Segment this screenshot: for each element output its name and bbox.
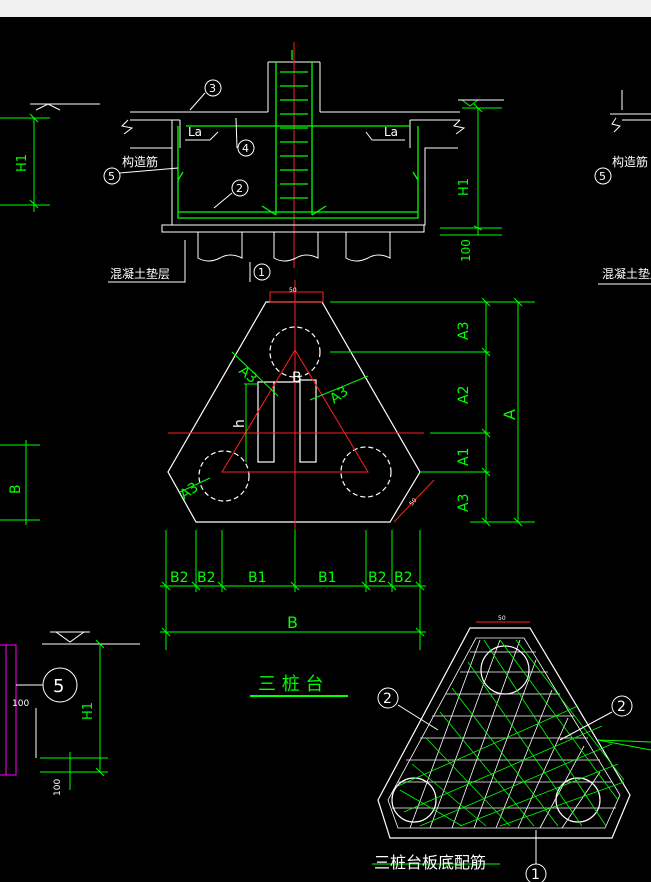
plan-dim-b2-1: B2 (170, 570, 189, 586)
callout-4: 4 (242, 142, 249, 155)
pile-cap-plan (167, 301, 421, 523)
plan-dim-b2-4: B2 (394, 570, 413, 586)
plan-tiny-dim-side: 50 (408, 497, 418, 507)
window-toolbar (0, 0, 651, 17)
plan-dim-b1-1: B1 (248, 570, 267, 586)
rebar-tiny-dim: 50 (498, 615, 506, 622)
plan-tiny-dim-top: 50 (289, 287, 297, 294)
section-labels: 3 4 2 1 5 La La 构造筋 混凝土垫层 (108, 82, 398, 281)
plan-a3-diag-2: A3 (327, 384, 351, 408)
la-label-right: La (384, 125, 398, 139)
left-dim-h1: H1 (15, 154, 30, 172)
section-dim-h1: H1 (457, 178, 472, 196)
section-dim-100: 100 (459, 239, 473, 262)
plan-axes (168, 280, 424, 590)
callout-1: 1 (258, 266, 265, 279)
la-label-left: La (188, 125, 202, 139)
plan-internal-dims (179, 291, 435, 523)
rebar-annotations (372, 621, 651, 882)
plan-a3-diag-3: A3 (177, 480, 201, 504)
rebar-callout-2-right: 2 (617, 699, 626, 715)
detail-dim-100: 100 (12, 699, 29, 709)
plan-title: 三 桩 台 (258, 674, 323, 695)
detail-callout-5: 5 (53, 676, 64, 697)
detail-dim-100-bottom: 100 (53, 779, 63, 796)
section-rebar (177, 50, 419, 219)
pile-cap-section (108, 42, 460, 283)
section-dimensions (120, 99, 504, 236)
right-concrete-cushion: 混凝土垫层 (602, 266, 651, 281)
plan-bottom-dims (160, 530, 426, 650)
construction-rebar-label: 构造筋 (122, 154, 158, 169)
rebar-callout-2-left: 2 (383, 691, 392, 707)
plan-label-h: h (232, 419, 248, 428)
plan-dim-a1: A1 (456, 448, 472, 466)
plan-a3-diag-1: A3 (235, 363, 259, 387)
rebar-title: 三桩台板底配筋 (374, 853, 486, 872)
plan-dim-a2: A2 (456, 386, 472, 404)
plan-dim-a: A (500, 409, 519, 420)
detail-dim-h1: H1 (81, 702, 96, 720)
plan-dim-b2-2: B2 (197, 570, 216, 586)
plan-right-dims (330, 297, 535, 527)
callout-3: 3 (209, 82, 216, 95)
detail-fragment (0, 631, 140, 776)
section-annotations (103, 79, 405, 281)
plan-dim-a3-bottom: A3 (456, 494, 472, 512)
right-fragment (594, 90, 651, 285)
callout-5: 5 (108, 170, 115, 183)
plan-dim-a3-top: A3 (456, 322, 472, 340)
rebar-callout-1: 1 (531, 867, 540, 882)
right-construction-rebar: 构造筋 (612, 154, 648, 169)
rebar-mesh-green (397, 639, 625, 827)
callout-2: 2 (236, 182, 243, 195)
left-dim-b: B (8, 484, 24, 494)
concrete-cushion-label: 混凝土垫层 (110, 266, 170, 281)
plan-dim-b: B (287, 613, 298, 632)
plan-dim-b1-2: B1 (318, 570, 337, 586)
plan-dim-b2-3: B2 (368, 570, 387, 586)
detail-dims (35, 639, 108, 790)
right-callout-5: 5 (599, 170, 606, 183)
left-fragment (0, 103, 100, 525)
plan-label-b: B (292, 370, 302, 386)
